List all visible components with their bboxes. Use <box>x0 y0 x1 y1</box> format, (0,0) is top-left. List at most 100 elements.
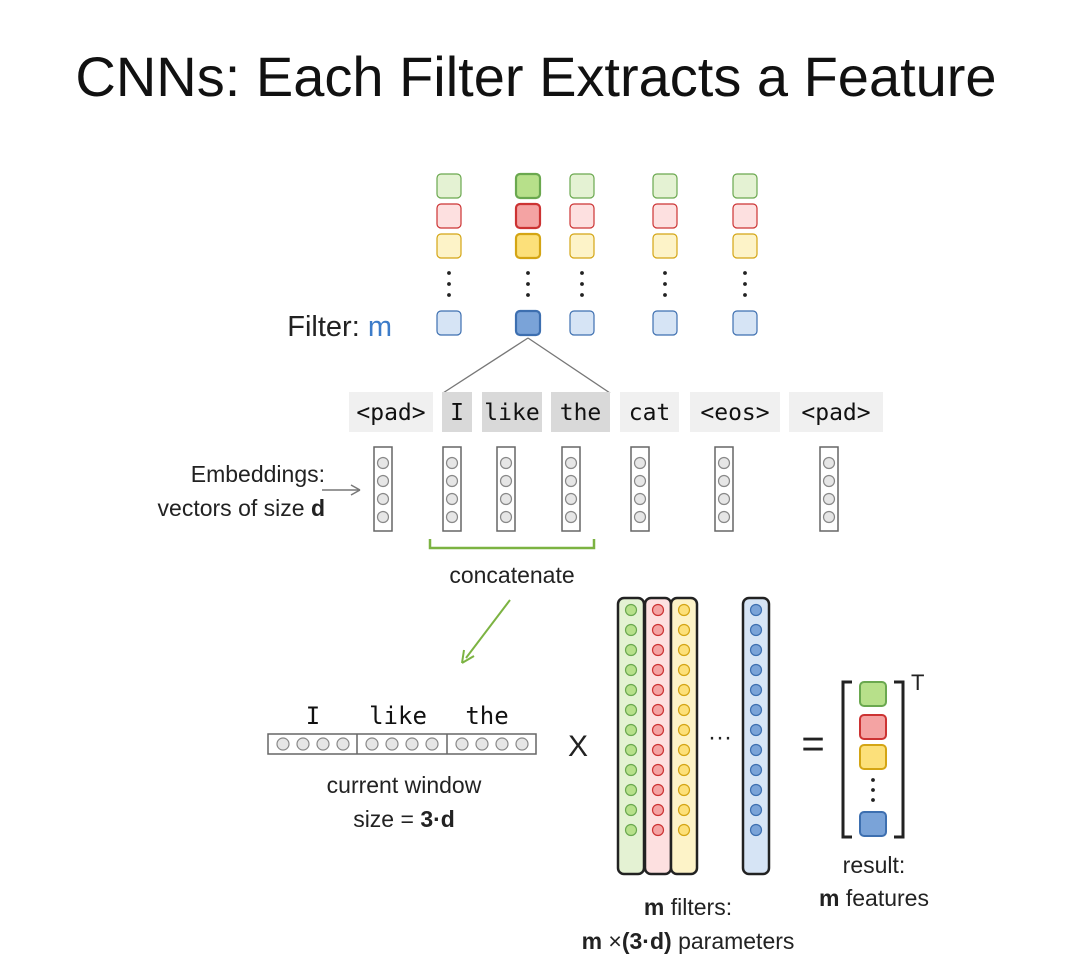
embedding-circle <box>499 474 513 488</box>
filter-cell-yellow <box>436 233 462 259</box>
matrix-circle <box>749 763 763 777</box>
matrix-circle <box>651 683 665 697</box>
embedding-circle <box>822 492 836 506</box>
embedding-vector <box>373 446 393 532</box>
result-caption-line1: result: <box>843 852 906 878</box>
token-text: the <box>560 400 602 426</box>
filter-cell-blue <box>652 310 678 336</box>
matrix-circle <box>749 743 763 757</box>
embedding-box <box>561 446 581 532</box>
embedding-circle <box>376 456 390 470</box>
embedding-circle <box>822 474 836 488</box>
embedding-circle <box>445 456 459 470</box>
filter-cell-red <box>569 203 595 229</box>
window-caption-line2: size = 3·d <box>353 806 455 832</box>
result-bracket-right <box>894 680 905 839</box>
matrix-circle <box>651 823 665 837</box>
matrix-circle <box>624 683 638 697</box>
embedding-circle <box>564 510 578 524</box>
window-circle <box>495 737 509 751</box>
embedding-vector <box>442 446 462 532</box>
token-box <box>442 392 472 432</box>
token-text: <pad> <box>801 400 870 426</box>
vdot <box>743 282 747 286</box>
vdot <box>526 293 530 297</box>
matrix-circle <box>677 663 691 677</box>
embedding-box <box>819 446 839 532</box>
embedding-circle <box>376 492 390 506</box>
filter-cell-green <box>652 173 678 199</box>
embedding-circle <box>499 510 513 524</box>
embedding-vectors <box>373 446 839 532</box>
vdot <box>663 282 667 286</box>
filters-caption-var2: m <box>582 928 602 954</box>
matrix-column-green <box>616 596 646 876</box>
matrix-circle <box>624 723 638 737</box>
window-circle <box>365 737 379 751</box>
token-text: I <box>450 400 464 426</box>
embedding-circle <box>499 492 513 506</box>
matrix-circle <box>749 683 763 697</box>
result-cell-yellow <box>859 744 887 770</box>
connector-line-right <box>527 337 611 394</box>
embedding-circle <box>633 492 647 506</box>
matrix-circle <box>624 783 638 797</box>
token: cat <box>620 392 679 432</box>
matrix-circle <box>624 623 638 637</box>
result-caption-var: m <box>819 885 839 911</box>
filter-column <box>732 173 758 336</box>
embedding-circle <box>499 456 513 470</box>
token-text: cat <box>629 400 671 426</box>
matrix-circle <box>749 783 763 797</box>
filter-cell-green <box>569 173 595 199</box>
matrix-circle <box>677 603 691 617</box>
token: <eos> <box>690 392 780 432</box>
matrix-circle <box>749 723 763 737</box>
result-caption-rest: features <box>839 885 929 911</box>
matrix-circle <box>624 763 638 777</box>
embedding-circle <box>633 474 647 488</box>
concat-bracket <box>428 539 596 550</box>
token-text: <eos> <box>700 400 769 426</box>
token-text: <pad> <box>356 400 425 426</box>
result-cells <box>859 681 887 837</box>
window-word: like <box>369 702 427 730</box>
filter-cell-yellow <box>514 232 542 260</box>
embeddings-label-line1: Embeddings: <box>191 461 325 487</box>
filter-cell-green <box>436 173 462 199</box>
filter-label: Filter: m <box>287 311 392 343</box>
embedding-vector <box>714 446 734 532</box>
vdot <box>743 271 747 275</box>
matrix-circle <box>651 783 665 797</box>
token-box <box>482 392 542 432</box>
matrix-circle <box>651 643 665 657</box>
matrix-circle <box>749 703 763 717</box>
window-caption-value: 3·d <box>420 806 455 832</box>
vdot <box>580 282 584 286</box>
transpose-mark: T <box>911 670 924 695</box>
embedding-circle <box>717 510 731 524</box>
filters-caption-line1: m filters: <box>644 894 732 920</box>
window-caption-prefix: size = <box>353 806 420 832</box>
matrix-circle <box>624 803 638 817</box>
matrix-circle <box>651 663 665 677</box>
embedding-vector <box>630 446 650 532</box>
filter-cell-green <box>514 172 542 200</box>
matrix-circle <box>749 603 763 617</box>
filter-matrix <box>616 596 771 876</box>
embedding-circle <box>822 456 836 470</box>
matrix-circle <box>749 803 763 817</box>
vdot <box>447 293 451 297</box>
matrix-circle <box>749 663 763 677</box>
filters-caption-var: m <box>644 894 664 920</box>
matrix-circle <box>749 643 763 657</box>
matrix-circle <box>624 643 638 657</box>
token-box <box>690 392 780 432</box>
filter-label-var: m <box>368 311 392 343</box>
embedding-box <box>442 446 462 532</box>
result-cell-green <box>859 681 887 707</box>
filter-cell-blue <box>514 309 542 337</box>
window-circle <box>316 737 330 751</box>
vdot <box>871 798 875 802</box>
